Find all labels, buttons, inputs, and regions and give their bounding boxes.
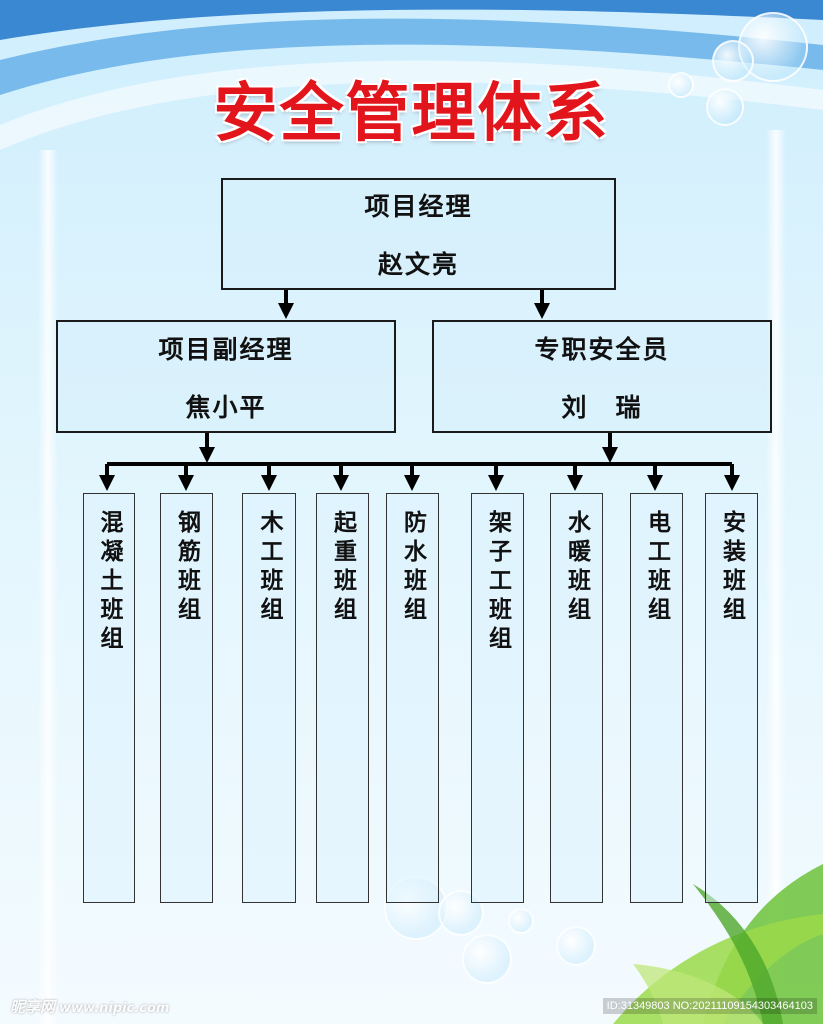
manager-role: 项目经理: [364, 192, 473, 221]
watermark-site: www.nipic.com: [59, 1001, 170, 1016]
team-box: 木工班组: [242, 493, 296, 903]
deputy-name: 焦小平: [185, 392, 267, 422]
bubble-icon: [556, 926, 596, 966]
manager-box: 项目经理 赵文亮: [221, 178, 616, 290]
image-id-label: ID:31349803 NO:20211109154303464103: [602, 998, 817, 1014]
manager-name: 赵文亮: [377, 250, 459, 279]
bubble-icon: [508, 908, 534, 934]
team-box: 安装班组: [705, 493, 758, 903]
team-box: 混凝土班组: [83, 493, 135, 903]
background-stripe: [766, 130, 786, 1004]
team-label: 电工班组: [643, 510, 670, 626]
team-label: 架子工班组: [484, 510, 511, 655]
bubble-icon: [462, 934, 512, 984]
team-label: 混凝土班组: [96, 510, 122, 655]
team-box: 防水班组: [386, 493, 439, 903]
safety-officer-role: 专职安全员: [534, 334, 670, 364]
team-label: 防水班组: [399, 510, 426, 626]
team-label: 安装班组: [718, 510, 745, 626]
team-label: 钢筋班组: [173, 510, 200, 626]
team-label: 木工班组: [256, 510, 282, 626]
safety-officer-name: 刘 瑞: [561, 392, 643, 422]
team-box: 钢筋班组: [160, 493, 213, 903]
deputy-role: 项目副经理: [158, 334, 294, 364]
team-label: 起重班组: [329, 510, 356, 626]
team-box: 电工班组: [630, 493, 683, 903]
team-box: 架子工班组: [471, 493, 524, 903]
deputy-box: 项目副经理 焦小平: [56, 320, 396, 433]
team-box: 起重班组: [316, 493, 369, 903]
background-stripe: [38, 150, 58, 1024]
team-label: 水暖班组: [563, 510, 590, 626]
safety-officer-box: 专职安全员 刘 瑞: [432, 320, 772, 433]
watermark-logo: 昵享网: [10, 998, 56, 1016]
team-box: 水暖班组: [550, 493, 603, 903]
page-title: 安全管理体系: [213, 77, 610, 151]
